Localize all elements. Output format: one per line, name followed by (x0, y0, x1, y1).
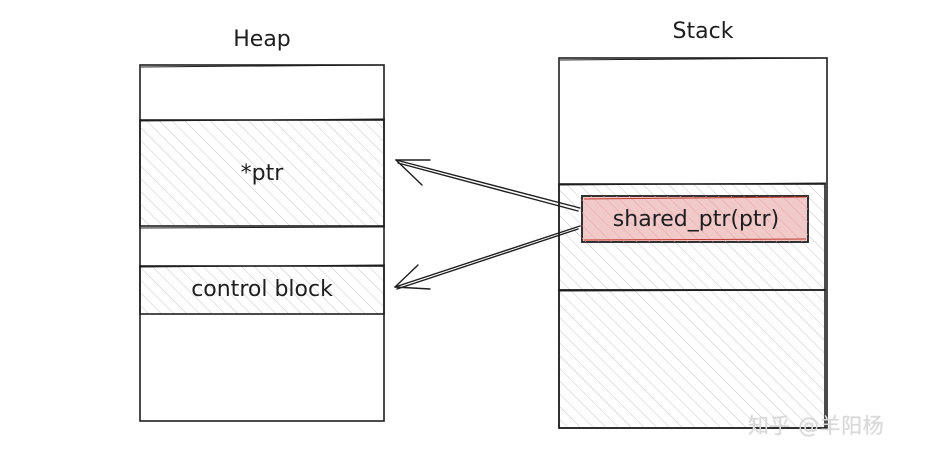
shared-ptr-variable: shared_ptr(ptr) (581, 195, 809, 243)
heap-ptr-label: *ptr (241, 161, 285, 186)
stack-frame-lower (558, 289, 826, 429)
watermark-text: 知乎 @羊阳杨 (748, 414, 885, 438)
heap-ptr-block: *ptr (138, 118, 386, 229)
heap-column: *ptr control block (138, 64, 386, 422)
heap-title: Heap (233, 27, 291, 52)
stack-column: shared_ptr(ptr) (557, 57, 828, 429)
heap-outline (139, 64, 385, 422)
arrow-to-control-block (394, 225, 581, 290)
shared-ptr-label: shared_ptr(ptr) (613, 207, 779, 232)
stack-title: Stack (673, 19, 734, 44)
arrow-to-ptr (395, 159, 581, 212)
heap-control-block: control block (138, 264, 386, 315)
heap-control-block-label: control block (191, 277, 333, 302)
